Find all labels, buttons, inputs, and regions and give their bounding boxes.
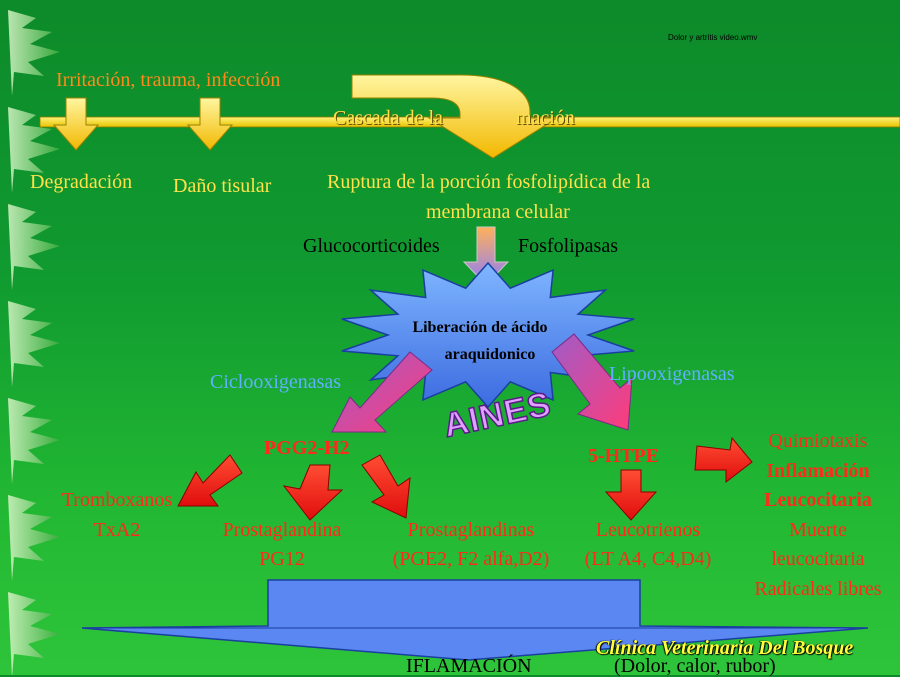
fern-leaf xyxy=(8,592,60,675)
fern-decoration xyxy=(8,10,60,675)
prostaglandins-label: Prostaglandinas xyxy=(407,519,535,541)
clinic-name: Clínica Veterinaria Del Bosque xyxy=(596,637,854,659)
cascade-curved-arrow xyxy=(351,74,559,159)
arrow-thromboxanes xyxy=(177,454,243,507)
lt-list-label: (LT A4, C4,D4) xyxy=(584,548,712,570)
inflammation-label: IFLAMACIÓN xyxy=(406,655,532,677)
arrow-degradation xyxy=(52,97,100,151)
video-note: Dolor y artritis video.wmv xyxy=(668,33,758,42)
causes-label: Irritación, trauma, infección xyxy=(56,69,281,91)
fern-leaf xyxy=(8,107,60,193)
glucocorticoids-label: Glucocorticoides xyxy=(303,235,440,257)
arrow-cox xyxy=(331,351,433,433)
rupture-line-1: Ruptura de la porción fosfolipídica de l… xyxy=(327,171,651,193)
arrow-prostaglandin xyxy=(282,464,344,521)
arrow-effects xyxy=(694,436,753,484)
inflammation-funnel xyxy=(81,579,869,661)
cox-label: Ciclooxigenasas xyxy=(210,371,342,393)
pg-list-label: (PGE2, F2 alfa,D2) xyxy=(392,548,550,570)
fern-leaf xyxy=(8,398,60,484)
prostaglandin-label: Prostaglandina xyxy=(222,519,342,541)
phospholipases-label: Fosfolipasas xyxy=(518,235,618,257)
effect-item: Inflamación xyxy=(766,459,870,482)
fern-leaves xyxy=(8,10,60,675)
cascade-label-a: Cascada de la xyxy=(333,107,443,129)
arrow-lox xyxy=(551,333,633,431)
thromboxanes-label: Tromboxanos xyxy=(61,489,173,511)
effect-item: Leucocitaria xyxy=(764,489,872,511)
arrow-tissue-damage xyxy=(186,97,234,151)
fern-leaf xyxy=(8,10,60,96)
fern-leaf xyxy=(8,204,60,290)
rupture-line-2: membrana celular xyxy=(426,201,570,223)
arrow-prostaglandins xyxy=(361,454,411,519)
signs-label: (Dolor, calor, rubor) xyxy=(614,655,776,677)
leukotrienes-label: Leucotrienos xyxy=(595,519,701,541)
star-line-2: araquidonico xyxy=(444,346,536,363)
pg12-label: PG12 xyxy=(259,548,305,570)
fern-leaf xyxy=(8,495,60,581)
txa2-label: TxA2 xyxy=(93,519,141,541)
effect-item: leucocitaria xyxy=(771,548,865,570)
lox-label: Lipooxigenasas xyxy=(609,363,735,385)
fern-leaf xyxy=(8,301,60,387)
degradation-label: Degradación xyxy=(30,171,133,193)
pgg2-label: PGG2-H2 xyxy=(264,437,350,459)
cascade-label-b: mación xyxy=(516,107,575,129)
effect-item: Muerte xyxy=(789,518,847,541)
tissue-damage-label: Daño tisular xyxy=(173,175,272,197)
effect-item: Radicales libres xyxy=(754,577,882,600)
effect-item: Quimiotaxis xyxy=(768,430,868,452)
arrow-leukotrienes xyxy=(604,469,658,521)
star-line-1: Liberación de ácido xyxy=(412,319,548,336)
htpe-label: 5-HTPE xyxy=(588,445,660,467)
